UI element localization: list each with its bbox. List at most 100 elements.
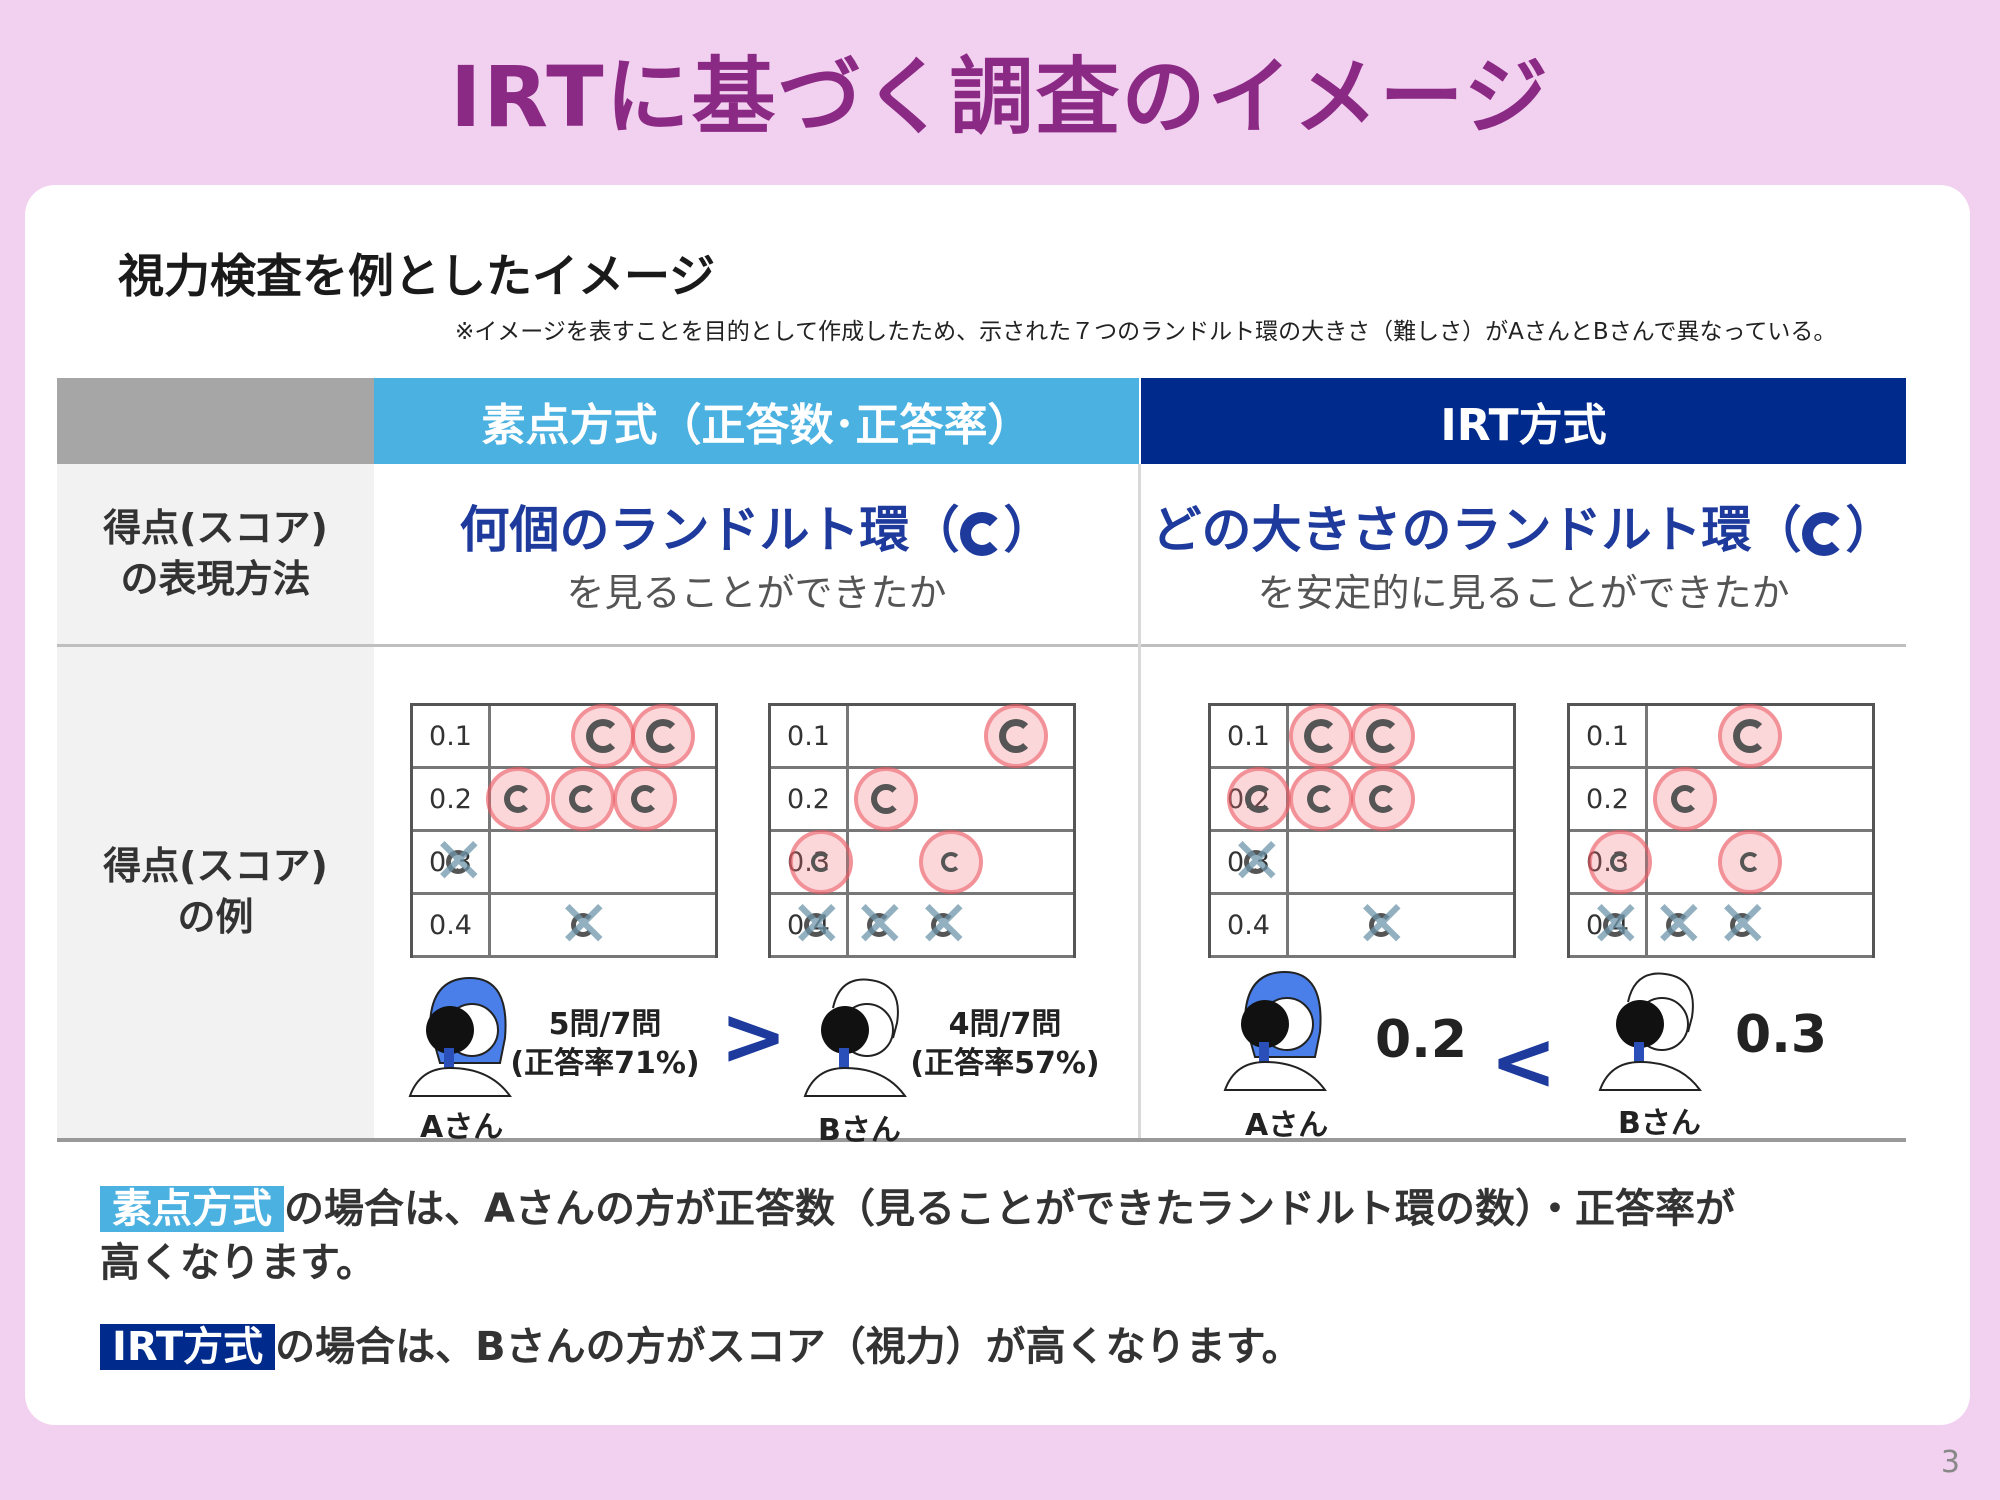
bottom-line2: の場合は、Bさんの方がスコア（視力）が高くなります。 bbox=[275, 1324, 1302, 1370]
grid-row: 0.2 bbox=[771, 769, 1073, 832]
paren-close: ） bbox=[1003, 501, 1054, 559]
bottom-line1: の場合は、Aさんの方が正答数（見ることができたランドルト環の数）・正答率が bbox=[284, 1186, 1735, 1232]
missed-x-icon: ✕ bbox=[1716, 888, 1770, 962]
missed-x-icon: ✕ bbox=[1355, 888, 1409, 962]
landolt-ring-icon bbox=[1307, 785, 1335, 813]
grid-row-label: 0.2 bbox=[413, 769, 491, 829]
seen-highlight bbox=[1289, 767, 1353, 831]
missed-x-icon: ✕ bbox=[790, 888, 844, 962]
person-a-label: Aさん bbox=[1245, 1108, 1329, 1143]
seen-highlight bbox=[789, 830, 853, 894]
page-number: 3 bbox=[1940, 1445, 1960, 1480]
bottom-line1-cont: 高くなります。 bbox=[100, 1240, 376, 1286]
grid-row-label: 0.2 bbox=[1570, 769, 1648, 829]
landolt-ring-icon bbox=[1666, 913, 1690, 937]
bottom-text-irt: IRT方式の場合は、Bさんの方がスコア（視力）が高くなります。 bbox=[100, 1320, 1302, 1374]
seen-highlight bbox=[1351, 767, 1415, 831]
landolt-ring-icon bbox=[1730, 913, 1754, 937]
landolt-ring-icon bbox=[504, 785, 532, 813]
grid-row: 0.2 bbox=[1570, 769, 1872, 832]
seen-highlight bbox=[613, 767, 677, 831]
seen-highlight bbox=[571, 704, 635, 768]
landolt-ring-icon bbox=[1366, 719, 1400, 753]
landolt-ring-icon bbox=[1733, 719, 1767, 753]
irt-tag: IRT方式 bbox=[100, 1324, 276, 1370]
landolt-ring-icon bbox=[1671, 785, 1699, 813]
person-a-icon bbox=[408, 976, 512, 1097]
seen-highlight bbox=[984, 704, 1048, 768]
page-title: IRTに基づく調査のイメージ bbox=[450, 48, 1550, 146]
landolt-ring-icon bbox=[804, 913, 828, 937]
seen-highlight bbox=[486, 767, 550, 831]
header-irt: IRT方式 bbox=[1141, 378, 1906, 464]
grid-row-label: 0.1 bbox=[413, 706, 491, 766]
landolt-ring-icon bbox=[811, 852, 831, 872]
grid-row-label: 0.1 bbox=[1570, 706, 1648, 766]
seen-highlight bbox=[1653, 767, 1717, 831]
grid-row: 0.1 bbox=[1570, 706, 1872, 769]
bottom-text-raw: 素点方式の場合は、Aさんの方が正答数（見ることができたランドルト環の数）・正答率… bbox=[100, 1182, 1735, 1290]
missed-x-icon: ✕ bbox=[557, 888, 611, 962]
grid-row-label: 0.4 bbox=[413, 895, 491, 955]
table-bottom-border bbox=[57, 1138, 1906, 1142]
landolt-ring-icon bbox=[1801, 511, 1846, 556]
compare-irt: < bbox=[1490, 1015, 1558, 1108]
landolt-ring-icon bbox=[1244, 850, 1268, 874]
seen-highlight bbox=[854, 767, 918, 831]
desc-irt-sub: を安定的に見ることができたか bbox=[1257, 571, 1790, 615]
grid-row: 0.4 bbox=[413, 895, 715, 958]
grid-row: 0.1 bbox=[413, 706, 715, 769]
seen-highlight bbox=[1227, 767, 1291, 831]
row-label-example: 得点(スコア) の例 bbox=[57, 646, 374, 1138]
landolt-ring-icon bbox=[569, 785, 597, 813]
score-b-raw: 4問/7問 (正答率57%) bbox=[910, 1007, 1100, 1081]
person-b-icon bbox=[803, 978, 907, 1097]
section-subtitle: 視力検査を例としたイメージ bbox=[118, 249, 716, 303]
person-b-label: Bさん bbox=[1618, 1106, 1701, 1141]
person-b-icon bbox=[1598, 972, 1702, 1091]
missed-x-icon: ✕ bbox=[853, 888, 907, 962]
desc-raw-sub: を見ることができたか bbox=[566, 571, 947, 615]
landolt-ring-icon bbox=[931, 913, 955, 937]
seen-highlight bbox=[1718, 830, 1782, 894]
person-a-label: Aさん bbox=[420, 1110, 504, 1145]
landolt-ring-icon bbox=[941, 852, 961, 872]
landolt-ring-icon bbox=[999, 719, 1033, 753]
grid-row-label: 0.2 bbox=[771, 769, 849, 829]
grid-row: 0.1 bbox=[1211, 706, 1513, 769]
score-a-raw: 5問/7問 (正答率71%) bbox=[510, 1007, 700, 1081]
header-blank-cell bbox=[57, 378, 374, 464]
seen-highlight bbox=[551, 767, 615, 831]
grid-row-label: 0.4 bbox=[1211, 895, 1289, 955]
missed-x-icon: ✕ bbox=[917, 888, 971, 962]
desc-raw-main: 何個のランドルト環（ bbox=[459, 501, 960, 559]
desc-irt: どの大きさのランドルト環（） を安定的に見ることができたか bbox=[1141, 490, 1906, 617]
missed-x-icon: ✕ bbox=[432, 825, 486, 899]
seen-highlight bbox=[1351, 704, 1415, 768]
seen-highlight bbox=[1718, 704, 1782, 768]
person-a-icon bbox=[1223, 970, 1327, 1091]
desc-raw-score: 何個のランドルト環（ ） を見ることができたか bbox=[374, 490, 1139, 617]
landolt-ring-icon bbox=[646, 719, 680, 753]
grid-row: 0.1 bbox=[771, 706, 1073, 769]
grid-row: 0.4 bbox=[1211, 895, 1513, 958]
score-b-irt: 0.3 bbox=[1735, 1005, 1828, 1065]
seen-highlight bbox=[1588, 830, 1652, 894]
landolt-ring-icon bbox=[1245, 785, 1273, 813]
grid-row-label: 0.1 bbox=[1211, 706, 1289, 766]
landolt-ring-icon bbox=[1740, 852, 1760, 872]
missed-x-icon: ✕ bbox=[1230, 825, 1284, 899]
row-label-expression: 得点(スコア) の表現方法 bbox=[57, 464, 374, 644]
landolt-ring-icon bbox=[446, 850, 470, 874]
landolt-ring-icon bbox=[1369, 913, 1393, 937]
column-divider bbox=[1138, 464, 1141, 1138]
landolt-ring-icon bbox=[867, 913, 891, 937]
seen-highlight bbox=[631, 704, 695, 768]
landolt-ring-icon bbox=[1610, 852, 1630, 872]
missed-x-icon: ✕ bbox=[1589, 888, 1643, 962]
grid-row-label: 0.1 bbox=[771, 706, 849, 766]
landolt-ring-icon bbox=[959, 511, 1004, 556]
